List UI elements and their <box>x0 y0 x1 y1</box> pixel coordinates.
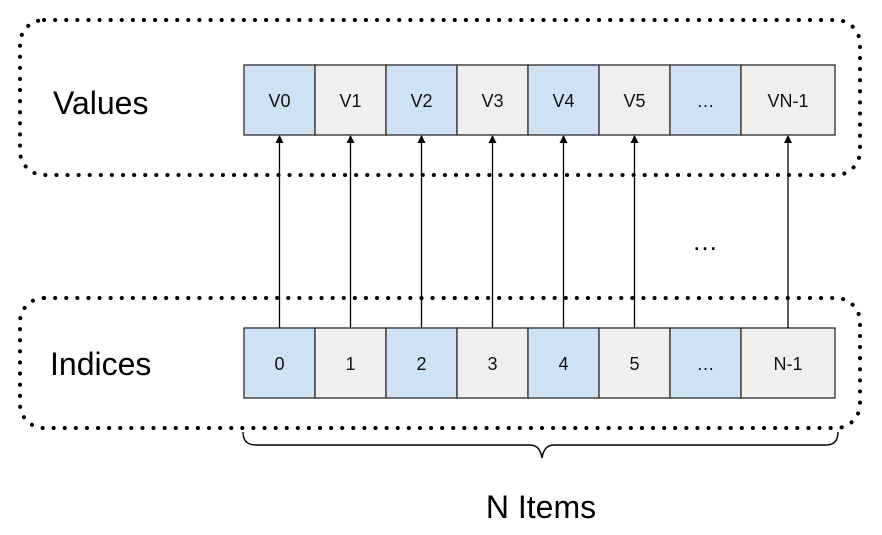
value-cell-label: V3 <box>481 91 503 111</box>
arrow-gap-ellipsis: … <box>692 226 718 256</box>
indices-row-label: Indices <box>50 346 151 382</box>
values-row-label: Values <box>53 85 148 121</box>
index-cell-label: 3 <box>487 354 497 374</box>
indices-array: 0 1 2 3 4 5 … N-1 <box>243 327 836 399</box>
index-cell-label: … <box>697 354 715 374</box>
value-cell <box>314 64 387 136</box>
index-cell <box>314 327 387 399</box>
index-cell <box>740 327 836 399</box>
value-cell-label: V5 <box>623 91 645 111</box>
index-cell-label: 2 <box>416 354 426 374</box>
value-cell-label: … <box>697 91 715 111</box>
items-brace <box>242 431 839 459</box>
value-cell-label: V4 <box>552 91 574 111</box>
value-cell <box>740 64 836 136</box>
values-array: V0 V1 V2 V3 V4 V5 … VN-1 <box>243 64 836 136</box>
value-cell <box>598 64 671 136</box>
value-cell <box>243 64 316 136</box>
index-cell-label: 1 <box>345 354 355 374</box>
value-cell-label: VN-1 <box>767 91 808 111</box>
index-to-value-arrows <box>275 135 792 328</box>
index-cell-label: 4 <box>558 354 568 374</box>
value-cell-label: V0 <box>268 91 290 111</box>
value-cell <box>456 64 529 136</box>
index-cell-label: 0 <box>274 354 284 374</box>
value-cell-label: V1 <box>339 91 361 111</box>
index-cell <box>598 327 671 399</box>
index-cell-label: 5 <box>629 354 639 374</box>
index-cell-label: N-1 <box>773 354 802 374</box>
value-cell-label: V2 <box>410 91 432 111</box>
indices-group-frame <box>18 296 862 430</box>
n-items-label: N Items <box>486 489 596 525</box>
